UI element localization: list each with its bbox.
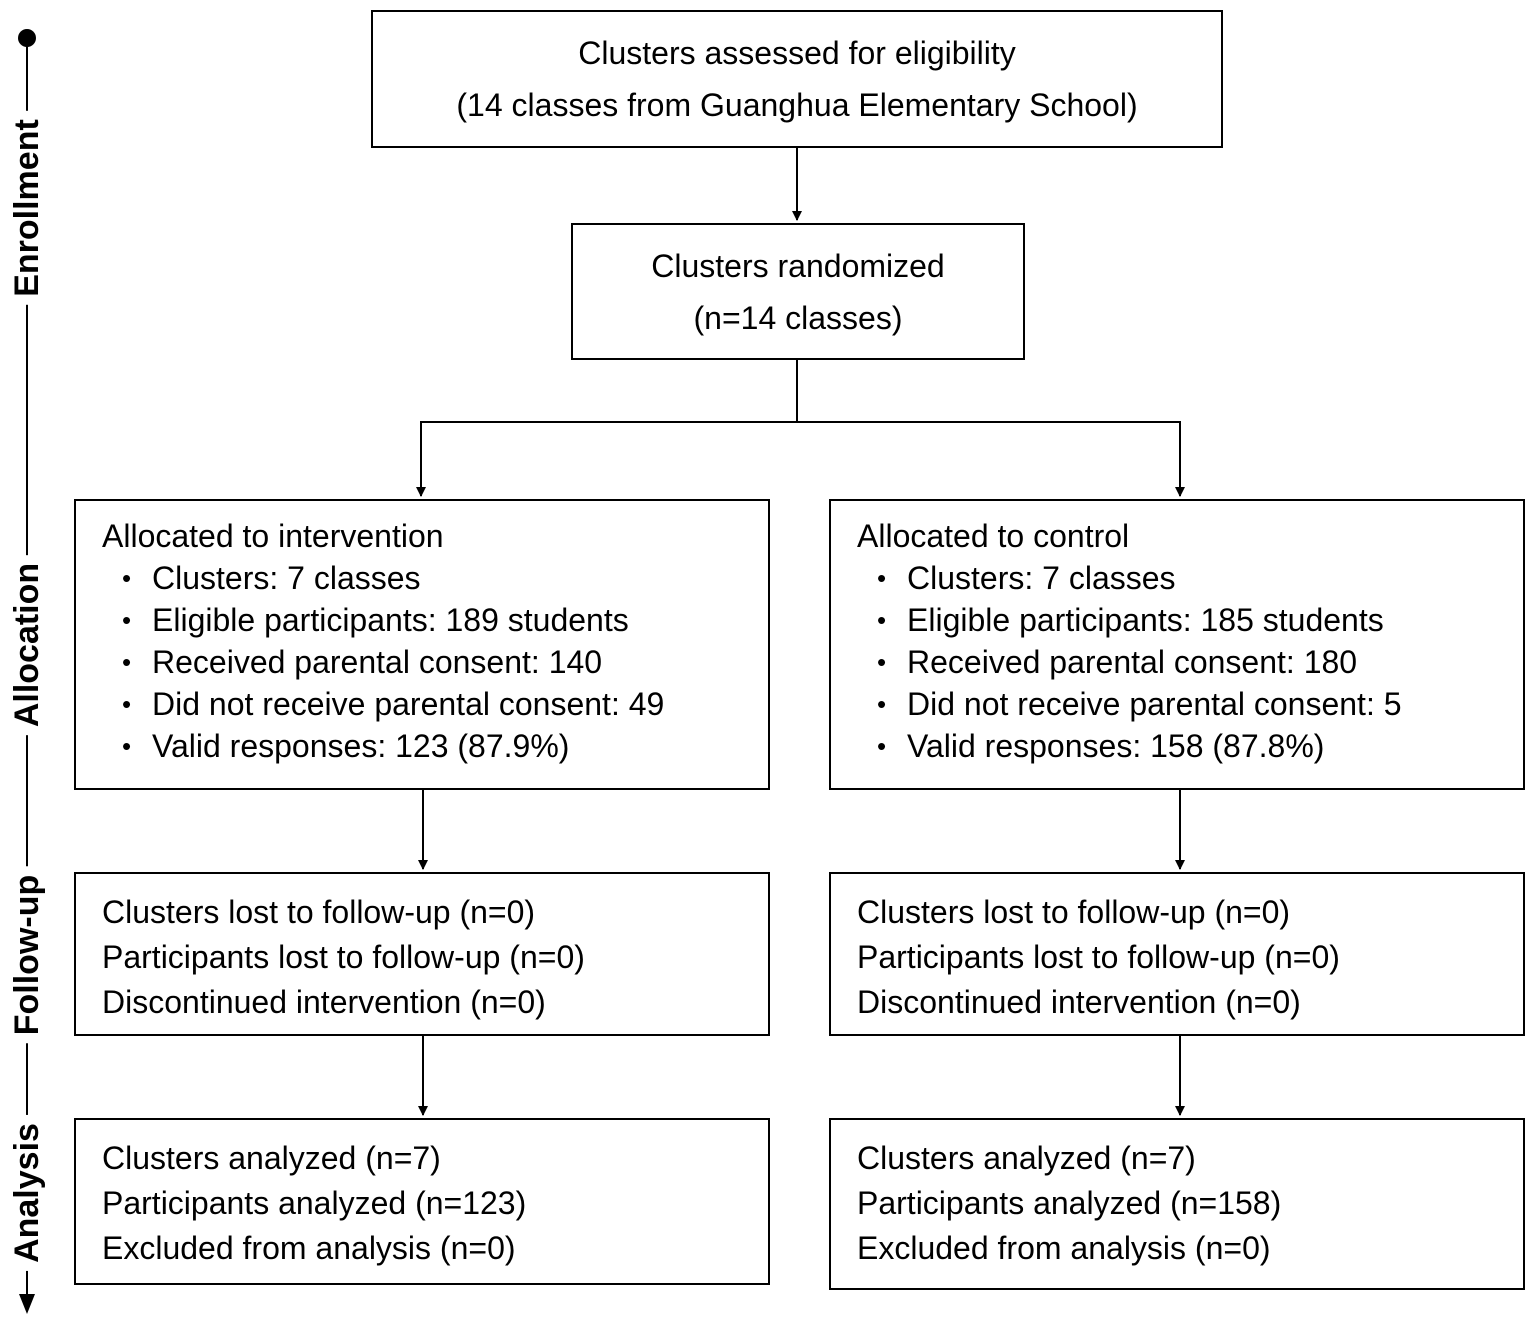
control-allocation-list: •Clusters: 7 classes •Eligible participa… [857, 557, 1523, 767]
intervention-follow-up-participants: Participants lost to follow-up (n=0) [102, 939, 585, 975]
bullet-icon: • [877, 605, 887, 635]
eligibility-line-1: Clusters assessed for eligibility [578, 35, 1016, 71]
list-item: •Clusters: 7 classes [102, 557, 768, 599]
split-connector [421, 359, 798, 423]
intervention-analysis-box: Clusters analyzed (n=7) Participants ana… [74, 1118, 770, 1285]
control-follow-up-discontinued: Discontinued intervention (n=0) [857, 984, 1301, 1020]
timeline-end-arrow [19, 1294, 35, 1314]
intervention-follow-up-clusters: Clusters lost to follow-up (n=0) [102, 894, 536, 930]
bullet-icon: • [122, 563, 132, 593]
stage-label-allocation: Allocation [8, 554, 46, 736]
intervention-follow-up-box: Clusters lost to follow-up (n=0) Partici… [74, 872, 770, 1036]
list-item: •Valid responses: 158 (87.8%) [857, 725, 1523, 767]
control-allocation-title: Allocated to control [857, 518, 1130, 554]
list-item: •Did not receive parental consent: 5 [857, 683, 1523, 725]
intervention-analysis-excluded: Excluded from analysis (n=0) [102, 1230, 516, 1266]
control-follow-up-box: Clusters lost to follow-up (n=0) Partici… [829, 872, 1525, 1036]
bullet-icon: • [877, 731, 887, 761]
stage-label-analysis: Analysis [8, 1115, 46, 1271]
bullet-icon: • [122, 647, 132, 677]
list-item: •Received parental consent: 140 [102, 641, 768, 683]
bullet-icon: • [122, 731, 132, 761]
intervention-analysis-participants: Participants analyzed (n=123) [102, 1185, 527, 1221]
stage-label-enrollment: Enrollment [8, 111, 46, 305]
eligibility-line-2: (14 classes from Guanghua Elementary Sch… [456, 87, 1138, 123]
control-allocation-box: Allocated to control •Clusters: 7 classe… [829, 499, 1525, 790]
bullet-icon: • [877, 563, 887, 593]
eligibility-box: Clusters assessed for eligibility (14 cl… [371, 10, 1223, 148]
randomized-box: Clusters randomized (n=14 classes) [571, 223, 1025, 360]
intervention-allocation-list: •Clusters: 7 classes •Eligible participa… [102, 557, 768, 767]
list-item: •Received parental consent: 180 [857, 641, 1523, 683]
list-item: •Valid responses: 123 (87.9%) [102, 725, 768, 767]
list-item: •Eligible participants: 189 students [102, 599, 768, 641]
bullet-icon: • [877, 647, 887, 677]
control-analysis-clusters: Clusters analyzed (n=7) [857, 1140, 1196, 1176]
intervention-allocation-title: Allocated to intervention [102, 518, 444, 554]
control-analysis-participants: Participants analyzed (n=158) [857, 1185, 1282, 1221]
stage-label-follow-up: Follow-up [8, 866, 46, 1044]
list-item: •Did not receive parental consent: 49 [102, 683, 768, 725]
control-follow-up-clusters: Clusters lost to follow-up (n=0) [857, 894, 1291, 930]
control-follow-up-participants: Participants lost to follow-up (n=0) [857, 939, 1340, 975]
list-item: •Clusters: 7 classes [857, 557, 1523, 599]
bullet-icon: • [122, 689, 132, 719]
control-analysis-excluded: Excluded from analysis (n=0) [857, 1230, 1271, 1266]
intervention-analysis-clusters: Clusters analyzed (n=7) [102, 1140, 441, 1176]
control-analysis-box: Clusters analyzed (n=7) Participants ana… [829, 1118, 1525, 1290]
intervention-allocation-box: Allocated to intervention •Clusters: 7 c… [74, 499, 770, 790]
randomized-line-1: Clusters randomized [651, 247, 945, 284]
list-item: •Eligible participants: 185 students [857, 599, 1523, 641]
randomized-line-2: (n=14 classes) [693, 299, 903, 336]
bullet-icon: • [877, 689, 887, 719]
intervention-follow-up-discontinued: Discontinued intervention (n=0) [102, 984, 546, 1020]
bullet-icon: • [122, 605, 132, 635]
